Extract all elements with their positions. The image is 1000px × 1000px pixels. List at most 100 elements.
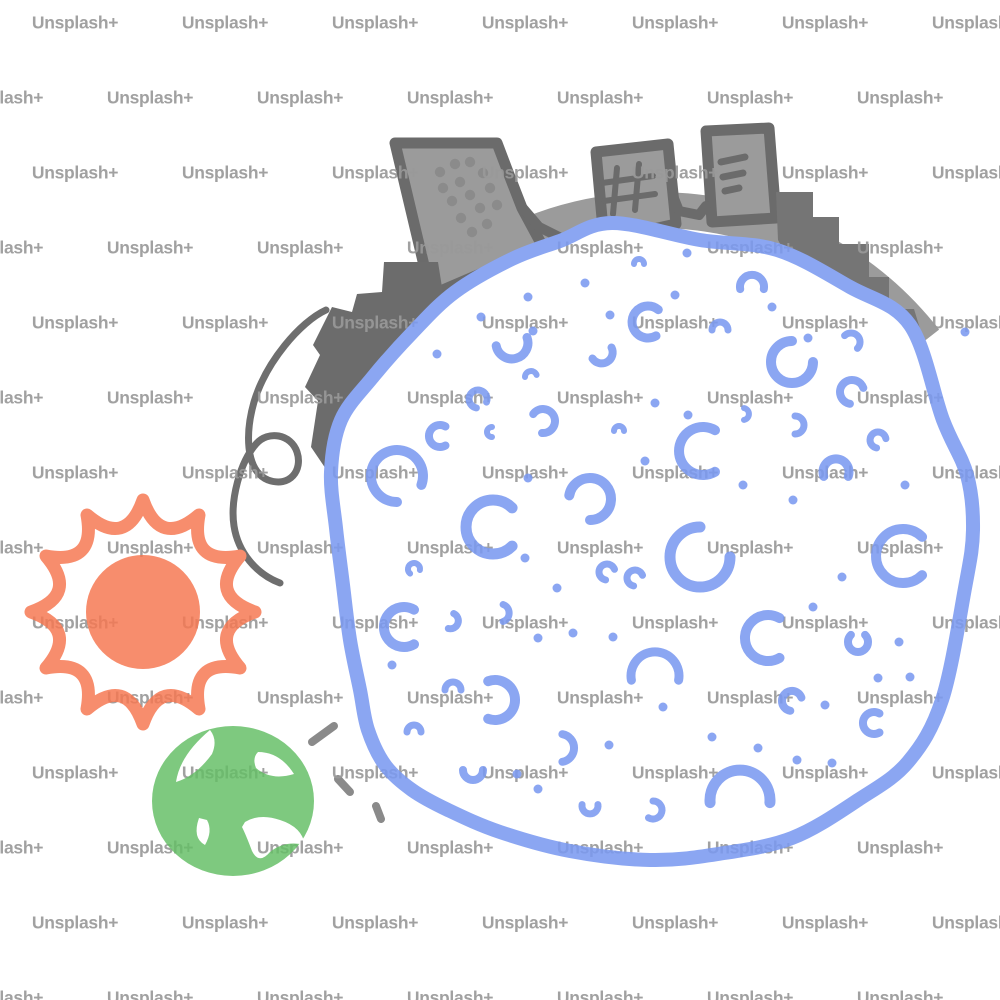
crater-arc: [441, 678, 465, 694]
sun-rays: [24, 493, 262, 731]
crater-arc: [740, 610, 785, 666]
crater-arc: [558, 730, 578, 766]
crater-arc: [564, 473, 616, 525]
crater-arc: [595, 560, 618, 584]
window-dot: [464, 189, 476, 201]
crater-arc: [588, 343, 617, 368]
crater-arc: [623, 566, 646, 590]
rooftop-outline: [668, 191, 711, 220]
crater-arc: [379, 602, 419, 652]
window-dot: [455, 212, 467, 224]
crater-dot: [670, 290, 680, 300]
crater-arc: [841, 329, 864, 352]
green-planet: [152, 726, 314, 876]
crater-arc: [522, 368, 540, 380]
crater-dot: [658, 702, 668, 712]
crater-dot: [837, 572, 847, 582]
crater-arc: [766, 336, 818, 388]
planet-land-cutout: [196, 818, 210, 845]
crater-arc: [866, 428, 890, 452]
crater-dot: [788, 495, 798, 505]
crater-arc: [403, 721, 425, 736]
crater-dot: [682, 248, 692, 258]
window-dot: [481, 218, 493, 230]
crater-arc: [844, 630, 872, 656]
crater-arc: [578, 801, 602, 818]
crater-arc: [483, 675, 520, 725]
crater-dot: [533, 784, 543, 794]
crater-dot: [523, 292, 533, 302]
crater-arc: [645, 797, 666, 823]
crater-arc: [484, 424, 495, 440]
trajectory-dash: [372, 802, 385, 823]
sun-core: [86, 555, 200, 669]
crater-dot: [873, 673, 883, 683]
crater-arc: [627, 301, 663, 343]
window-dot: [466, 226, 478, 238]
crater-dot: [650, 398, 660, 408]
planet-land-cutout: [242, 816, 305, 859]
crater-arc: [405, 560, 423, 577]
crater-dot: [738, 480, 748, 490]
crater-arc: [818, 454, 854, 481]
window-dot: [474, 202, 486, 214]
building-dash-windows: [700, 122, 782, 228]
crater-arc: [859, 708, 884, 738]
moon: [323, 215, 981, 868]
crater-dot: [512, 769, 522, 779]
crater-arc: [366, 445, 428, 507]
window-dot: [491, 199, 503, 211]
planet-land-cutout: [254, 752, 294, 777]
crater-dot: [894, 637, 904, 647]
crater-arc: [871, 524, 928, 588]
trajectory-dash: [308, 722, 338, 746]
crater-arc: [664, 521, 736, 593]
crater-dot: [683, 410, 693, 420]
crater-dot: [523, 473, 533, 483]
crater-field: [366, 248, 970, 823]
window-dot: [437, 182, 449, 194]
crater-dot: [476, 312, 486, 322]
planet-land-cutout: [176, 730, 215, 782]
crater-dot: [820, 700, 830, 710]
crater-arc: [704, 764, 776, 809]
crater-arc: [491, 333, 533, 364]
crater-arc: [791, 412, 808, 438]
window-dot: [454, 176, 466, 188]
crater-dot: [552, 583, 562, 593]
window-dot: [446, 195, 458, 207]
crater-dot: [905, 672, 915, 682]
crater-dot: [528, 326, 538, 336]
trajectory-dashes: [308, 722, 385, 823]
crater-arc: [459, 766, 487, 784]
crater-dot: [533, 633, 543, 643]
crater-dot: [808, 602, 818, 612]
crater-dot: [568, 628, 578, 638]
crater-dot: [827, 758, 837, 768]
crater-arc: [708, 318, 732, 334]
crater-arc: [778, 686, 806, 715]
crater-arc: [741, 405, 752, 423]
crater-dot: [707, 732, 717, 742]
crater-arc: [444, 610, 462, 633]
crater-arc: [460, 494, 518, 560]
crater-dot: [792, 755, 802, 765]
crater-dot: [608, 632, 618, 642]
crater-arc: [529, 405, 559, 438]
crater-dot: [604, 740, 614, 750]
crater-dot: [640, 456, 650, 466]
window-dot: [477, 167, 489, 179]
crater-dot: [960, 327, 970, 337]
window-dot: [464, 156, 476, 168]
crater-dot: [432, 349, 442, 359]
trajectory-dash: [334, 775, 354, 796]
crater-dot: [767, 302, 777, 312]
crater-arc: [425, 421, 450, 451]
window-dot: [484, 182, 496, 194]
crater-arc: [736, 271, 768, 294]
crater-arc: [465, 386, 491, 412]
crater-dot: [803, 333, 813, 343]
crater-dot: [605, 310, 615, 320]
crater-dot: [520, 553, 530, 563]
